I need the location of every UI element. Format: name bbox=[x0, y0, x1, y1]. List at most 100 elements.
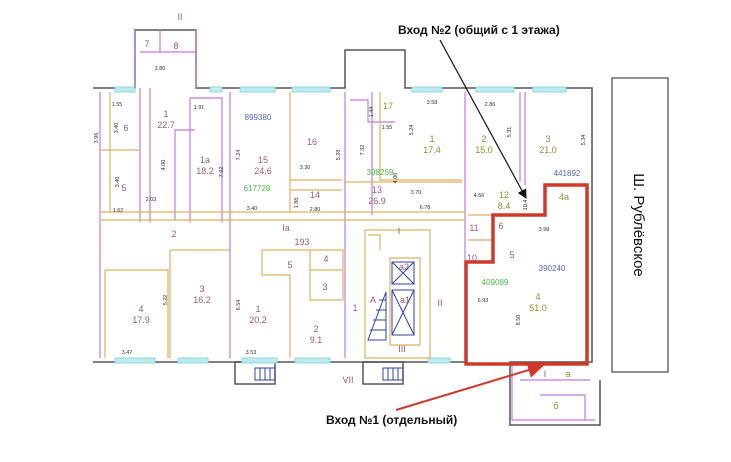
room-area: 20.2 bbox=[249, 315, 267, 325]
dimension: 1.91 bbox=[194, 105, 205, 111]
room-label: 10 bbox=[467, 253, 477, 263]
room-label: 4 bbox=[535, 292, 540, 302]
entrance-2-label: Вход №2 (общий с 1 этажа) bbox=[398, 23, 560, 37]
code-label: 899380 bbox=[245, 113, 272, 122]
dimension: 3.47 bbox=[122, 350, 133, 356]
dimension: 1.62 bbox=[113, 208, 124, 214]
room-label: 4 bbox=[323, 254, 328, 264]
entrance-2-arrow bbox=[439, 39, 527, 200]
street-box bbox=[611, 77, 669, 373]
room-area: 8.4 bbox=[498, 201, 511, 211]
room-label: II bbox=[437, 298, 442, 308]
room-label: а2 bbox=[399, 262, 409, 272]
room-label: 16 bbox=[307, 137, 317, 147]
dimension: 7.24 bbox=[236, 150, 242, 161]
dimension: 3.98 bbox=[539, 227, 550, 233]
dimension: 3.40 bbox=[115, 177, 121, 188]
stairs bbox=[254, 261, 415, 381]
dimension: 2.86 bbox=[485, 102, 496, 108]
dimension: 5.22 bbox=[163, 295, 169, 306]
dimension: 1.44 bbox=[369, 107, 375, 118]
room-label: 5 bbox=[121, 183, 126, 193]
room-label: 11 bbox=[469, 223, 478, 233]
room-area: 24.6 bbox=[254, 166, 272, 176]
room-label: I bbox=[398, 226, 401, 236]
code-label: 390240 bbox=[539, 264, 566, 273]
code-label: 441892 bbox=[554, 169, 581, 178]
room-label: 193 bbox=[294, 237, 309, 247]
room-label: 6 bbox=[498, 221, 503, 231]
room-area: 17.9 bbox=[132, 315, 150, 325]
dimension: 4.00 bbox=[161, 160, 167, 171]
room-label: VII bbox=[342, 375, 353, 385]
room-label: 15 bbox=[258, 155, 268, 165]
room-label: 1 bbox=[255, 304, 260, 314]
room-area: 16.2 bbox=[193, 295, 211, 305]
dimension: 2.80 bbox=[155, 66, 166, 72]
dimension: 2.80 bbox=[310, 207, 321, 213]
dimension: 6.93 bbox=[478, 298, 489, 304]
room-labels: 7 8 II 1 22.7 1а 18.2 6 5 15 24.6 16 14 … bbox=[121, 12, 570, 411]
room-area: 15.0 bbox=[475, 145, 493, 155]
room-label: а1 bbox=[400, 295, 410, 305]
room-label: 1 bbox=[352, 303, 357, 313]
room-label: 1 bbox=[429, 134, 434, 144]
room-label: 3 bbox=[545, 134, 550, 144]
dimension: 6.54 bbox=[236, 300, 242, 311]
code-label: 409089 bbox=[482, 278, 509, 287]
room-area: 21.0 bbox=[539, 145, 557, 155]
room-label: 5 bbox=[509, 250, 514, 260]
windows bbox=[114, 86, 567, 364]
dimension: 5.28 bbox=[336, 150, 342, 161]
room-label: 13 bbox=[372, 185, 382, 195]
dimension: 4.00 bbox=[393, 173, 399, 184]
room-label: 4 bbox=[138, 304, 143, 314]
street-label: Ш. Рублёвское bbox=[630, 173, 647, 276]
room-label: 2 bbox=[481, 134, 486, 144]
room-label: 1а bbox=[200, 155, 210, 165]
dimension: 4.56 bbox=[474, 193, 485, 199]
dimension: 5.34 bbox=[581, 135, 587, 146]
room-area: 22.7 bbox=[157, 120, 175, 130]
room-area: 18.2 bbox=[196, 166, 214, 176]
dimension: 1.55 bbox=[382, 125, 393, 131]
dimension: 3.40 bbox=[114, 123, 120, 134]
room-label: 17 bbox=[383, 101, 393, 111]
dimension-labels: 2.80 1.55 1.91 3.40 3.96 4.00 7.92 7.24 … bbox=[94, 66, 587, 356]
room-label: 3 bbox=[322, 282, 327, 292]
dimension: 3.96 bbox=[94, 133, 100, 144]
highlighted-premises-outline bbox=[464, 183, 589, 366]
dimension: 3.53 bbox=[246, 350, 257, 356]
room-label: II bbox=[177, 12, 182, 22]
room-area: 51.0 bbox=[529, 303, 547, 313]
room-label: а bbox=[565, 369, 570, 379]
dimension: 1.55 bbox=[112, 102, 123, 108]
partitions-tan bbox=[100, 92, 493, 359]
room-label: 3 bbox=[199, 284, 204, 294]
dimension: 5.24 bbox=[409, 125, 415, 136]
cadastral-codes: 899380 617728 398259 441892 390240 40908… bbox=[244, 113, 581, 287]
room-area: 17.4 bbox=[423, 145, 441, 155]
entrance-1-label: Вход №1 (отдельный) bbox=[326, 413, 457, 427]
dimension: 6.78 bbox=[420, 205, 431, 211]
room-label: б bbox=[553, 401, 558, 411]
dimension: 8.50 bbox=[516, 315, 522, 326]
room-label: 5 bbox=[287, 260, 292, 270]
dimension: 10.4 bbox=[523, 200, 529, 211]
room-label: 4а bbox=[559, 192, 569, 202]
dimension: 7.92 bbox=[219, 167, 225, 178]
partitions bbox=[99, 30, 595, 421]
dimension: 3.58 bbox=[427, 100, 438, 106]
room-label: I bbox=[544, 369, 547, 379]
dimension: 3.70 bbox=[411, 190, 422, 196]
room-label: 7 bbox=[144, 39, 149, 49]
room-label: 14 bbox=[310, 190, 320, 200]
room-label: А bbox=[370, 295, 376, 305]
dimension: 5.31 bbox=[507, 127, 513, 138]
room-area: 9.1 bbox=[310, 335, 323, 345]
room-label: 12 bbox=[499, 190, 509, 200]
dimension: 3.30 bbox=[300, 165, 311, 171]
room-label: 1 bbox=[163, 109, 168, 119]
entrance-1-arrow bbox=[395, 362, 544, 411]
